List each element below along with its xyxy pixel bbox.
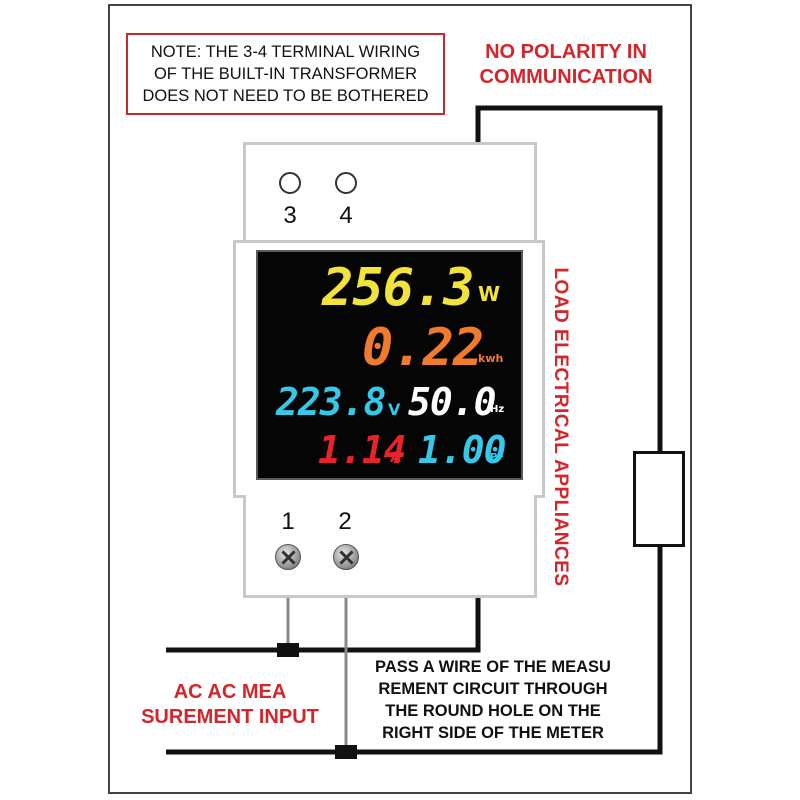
power-unit: W	[478, 282, 501, 306]
note-line-1: NOTE: THE 3-4 TERMINAL WIRING	[150, 43, 421, 61]
energy-value: 0.22	[362, 318, 484, 378]
load-resistor	[633, 451, 685, 547]
terminal-3-label: 3	[283, 202, 297, 229]
voltage-unit: V	[388, 400, 401, 419]
note-line-2: OF THE BUILT-IN TRANSFORMER	[153, 65, 418, 83]
power-value: 256.3	[322, 258, 475, 318]
voltage-value: 223.8	[276, 380, 386, 424]
terminal-3-hole	[279, 172, 301, 194]
pass-note-line-4: RIGHT SIDE OF THE METER	[382, 724, 604, 742]
pass-note-line-1: PASS A WIRE OF THE MEASU	[375, 658, 611, 676]
terminal-1-label: 1	[281, 508, 295, 535]
terminal-2-label: 2	[338, 508, 352, 535]
no-polarity-line-2: COMMUNICATION	[479, 66, 653, 88]
frequency-value: 50.0	[408, 380, 497, 424]
wire-junction-2	[335, 745, 357, 759]
current-unit: A	[390, 450, 401, 466]
wire-junction-1	[277, 643, 299, 657]
no-polarity-label: NO POLARITY IN COMMUNICATION	[466, 40, 666, 90]
ac-input-line-1: AC AC MEA	[173, 681, 287, 703]
diagram-frame	[108, 4, 692, 794]
note-line-3: DOES NOT NEED TO BE BOTHERED	[142, 87, 429, 105]
terminal-4-hole	[335, 172, 357, 194]
pass-note-line-3: THE ROUND HOLE ON THE	[385, 702, 601, 720]
meter-top-section	[243, 142, 537, 246]
lcd-display: 256.3 W 0.22 kwh 223.8 V 50.0 Hz 1.14 A …	[256, 250, 523, 480]
current-value: 1.14	[318, 428, 407, 472]
pass-note-line-2: REMENT CIRCUIT THROUGH	[378, 680, 608, 698]
power-factor-value: 1.00	[418, 428, 507, 472]
power-factor-unit: PF	[490, 452, 505, 463]
load-appliances-label: LOAD ELECTRICAL APPLIANCES	[550, 267, 571, 587]
no-polarity-line-1: NO POLARITY IN	[485, 41, 647, 63]
terminal-2-screw	[333, 544, 359, 570]
frequency-unit: Hz	[490, 404, 505, 415]
energy-unit: kwh	[478, 352, 504, 365]
load-return-wire	[166, 547, 663, 755]
ac-input-line-2: SUREMENT INPUT	[141, 706, 319, 728]
ac-input-label: AC AC MEA SUREMENT INPUT	[130, 680, 330, 730]
terminal-1-screw	[275, 544, 301, 570]
ac-line-wire	[166, 598, 481, 653]
transformer-note: NOTE: THE 3-4 TERMINAL WIRING OF THE BUI…	[126, 33, 445, 115]
terminal-4-label: 4	[339, 202, 353, 229]
pass-wire-note: PASS A WIRE OF THE MEASU REMENT CIRCUIT …	[357, 656, 629, 744]
